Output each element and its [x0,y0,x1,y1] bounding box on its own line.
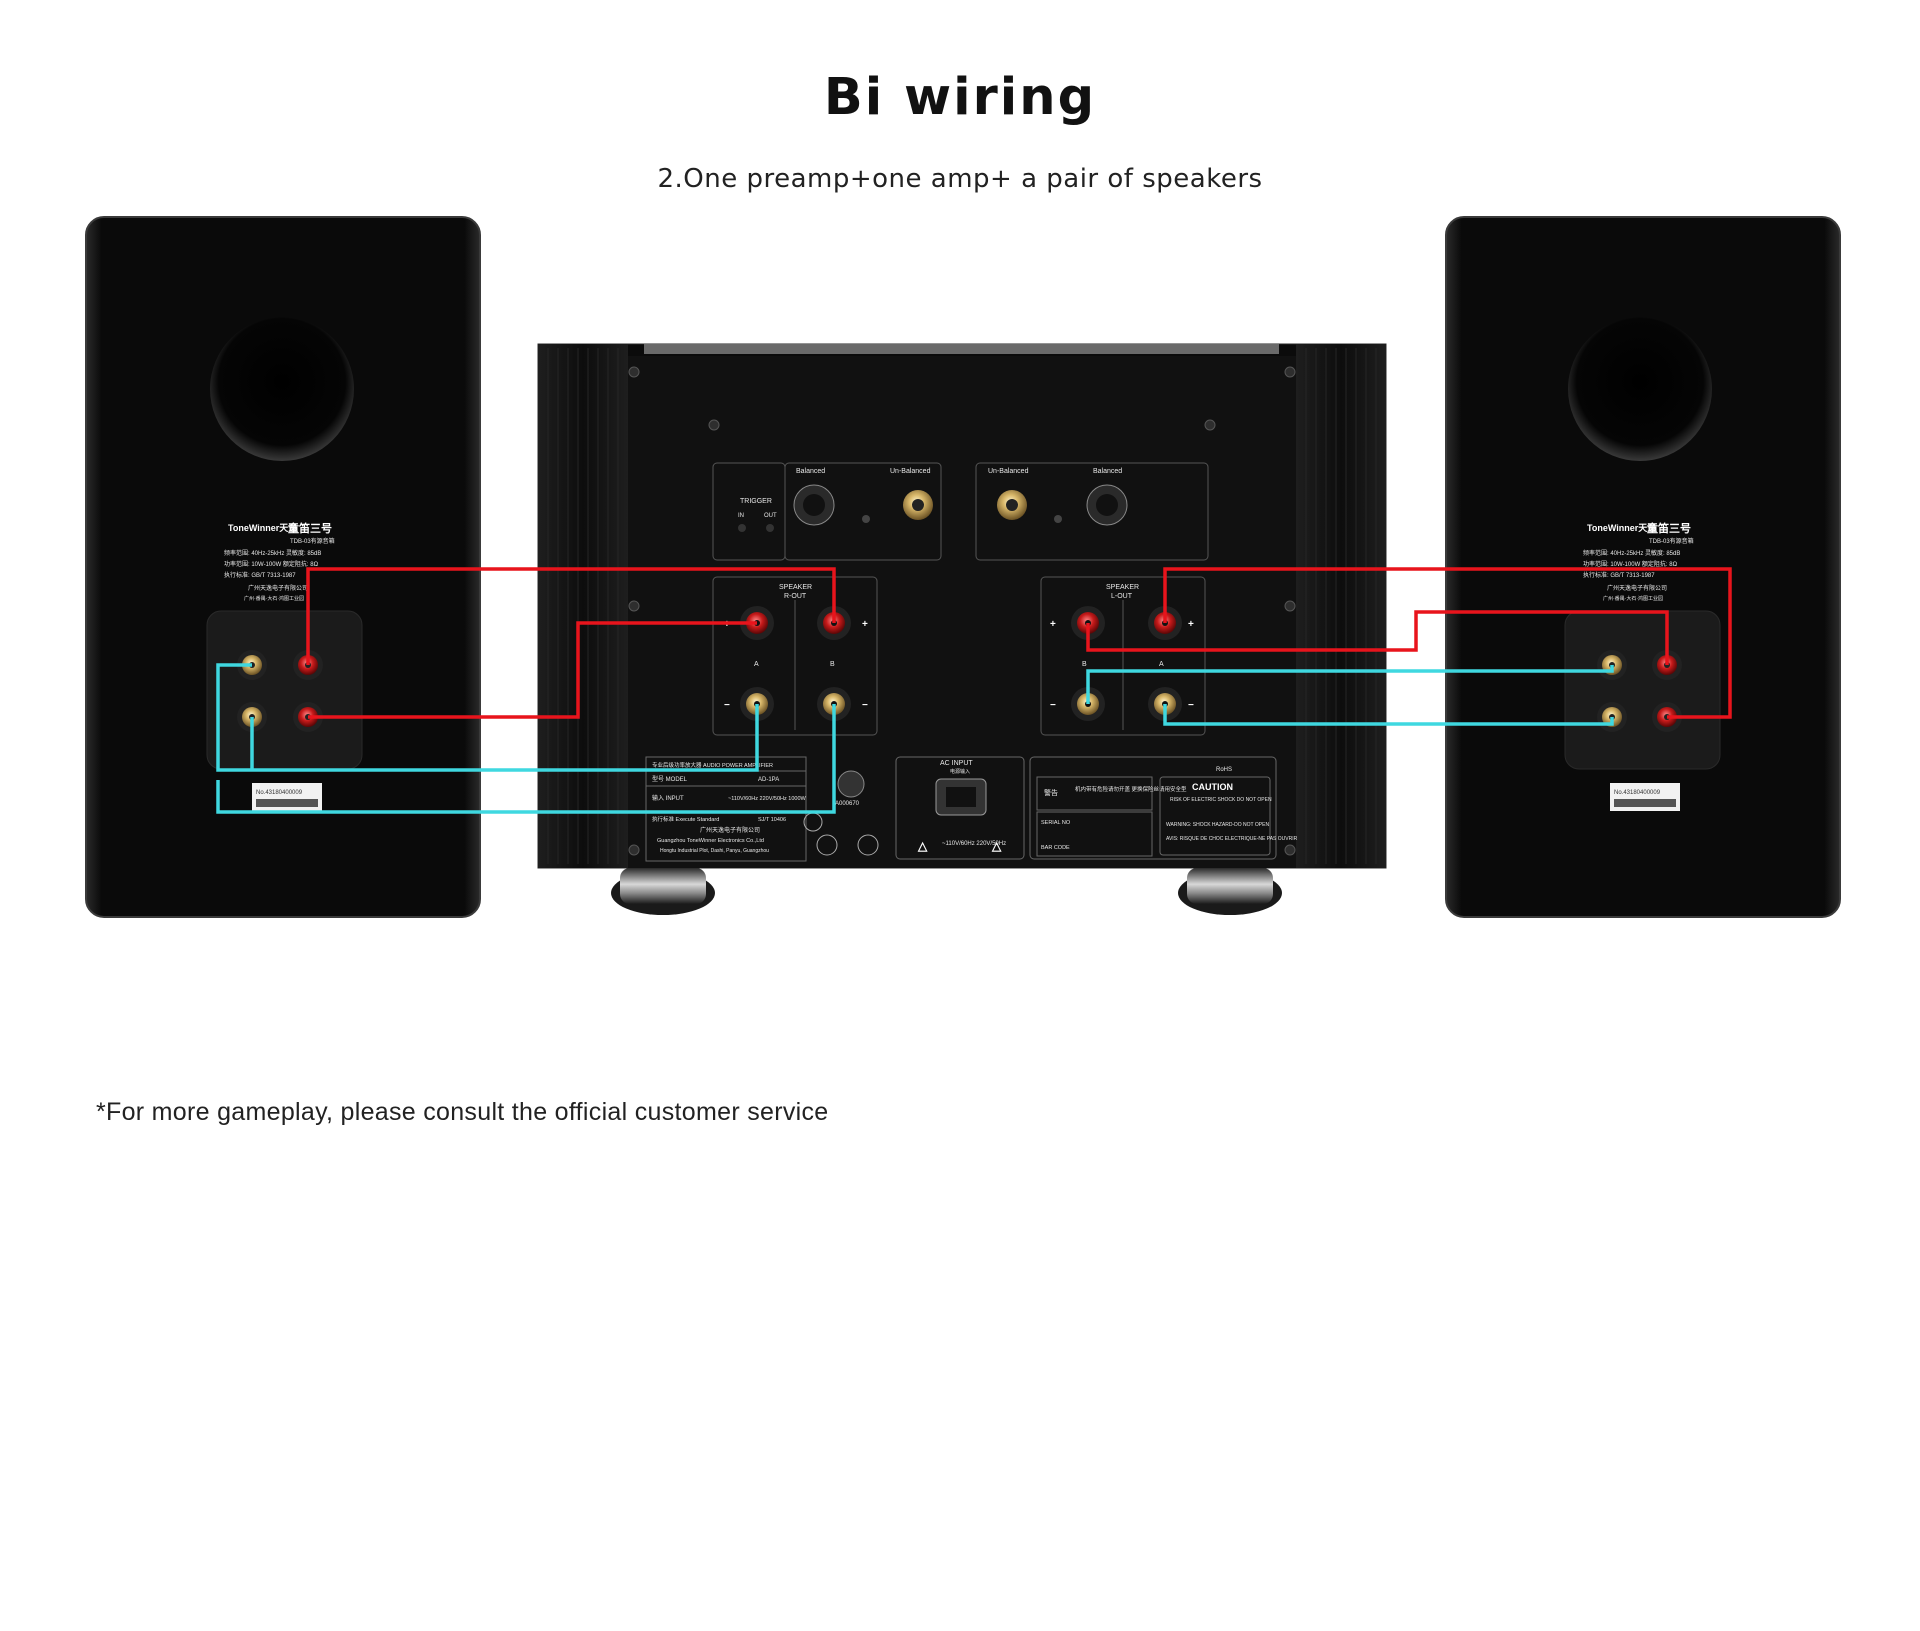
svg-text:SPEAKER: SPEAKER [1106,584,1139,591]
svg-text:SERIAL NO: SERIAL NO [1041,820,1071,826]
terminal-plate [206,610,363,770]
red-wire-r-b-to-left-hf [306,567,836,665]
svg-text:No.43180400009: No.43180400009 [1614,790,1661,796]
model-label-plate: 专业后级功率放大器 AUDIO POWER AMPLIFIER 型号 MODEL… [645,756,879,862]
bass-port-icon [1568,317,1712,461]
svg-text:A: A [754,661,759,668]
svg-text:SPEAKER: SPEAKER [779,584,812,591]
certification-icon [837,770,865,798]
amp-foot-right [1178,868,1282,915]
right-speaker: ToneWinner天逸 童笛三号 TDB-03有源音箱 频率范围: 40Hz-… [1445,216,1841,918]
svg-text:Balanced: Balanced [796,468,825,475]
svg-text:警告: 警告 [1044,788,1058,797]
svg-text:~110V/60Hz 220V/50Hz 1000W: ~110V/60Hz 220V/50Hz 1000W [728,796,807,802]
svg-text:BAR CODE: BAR CODE [1041,845,1070,851]
svg-text:TRIGGER: TRIGGER [740,498,772,505]
svg-text:功率范围: 10W-100W 额定阻抗: 8Ω: 功率范围: 10W-100W 额定阻抗: 8Ω [1583,560,1678,568]
svg-text:专业后级功率放大器 AUDIO POWER AMPLIFI: 专业后级功率放大器 AUDIO POWER AMPLIFIER [652,761,773,769]
svg-text:OUT: OUT [764,513,777,519]
svg-text:~110V/60Hz 220V/50Hz: ~110V/60Hz 220V/50Hz [942,841,1006,847]
svg-text:童笛三号: 童笛三号 [288,521,332,535]
input-panel-left: Un-Balanced Balanced [975,462,1209,561]
red-wire-l-b-to-right-hf [1086,610,1669,665]
footnote: *For more gameplay, please consult the o… [96,1098,829,1126]
svg-text:CAUTION: CAUTION [1192,782,1233,792]
recycle-icon [816,834,838,856]
svg-text:AC INPUT: AC INPUT [940,760,973,767]
svg-text:广州·番禺·大石·鸿图工业园: 广州·番禺·大石·鸿图工业园 [1603,595,1663,602]
red-wire-r-a-to-left-lf [308,621,757,719]
bass-port-icon [210,317,354,461]
svg-text:B: B [830,661,835,668]
svg-text:功率范围: 10W-100W 额定阻抗: 8Ω: 功率范围: 10W-100W 额定阻抗: 8Ω [224,560,319,568]
svg-text:频率范围: 40Hz-25kHz 灵敏度: 85dB: 频率范围: 40Hz-25kHz 灵敏度: 85dB [1583,549,1680,557]
page-subtitle: 2.One preamp+one amp+ a pair of speakers [657,164,1263,194]
speaker-spec-label: ToneWinner天逸 童笛三号 TDB-03有源音箱 频率范围: 40Hz-… [224,521,335,602]
svg-text:Un-Balanced: Un-Balanced [890,468,931,475]
svg-text:电源输入: 电源输入 [950,768,970,775]
svg-text:RoHS: RoHS [1216,767,1232,773]
svg-text:R-OUT: R-OUT [784,593,807,600]
svg-text:TDB-03有源音箱: TDB-03有源音箱 [1649,537,1694,545]
page-title: Bi wiring [823,68,1097,127]
no-disposal-icon [857,834,879,856]
warning-panel: 警告 机内带有危险请勿开盖 更换保险丝请用安全型 SERIAL NO BAR C… [1029,756,1298,860]
cyan-wire-r-a-to-left-hf [216,663,759,772]
terminal-plate [1564,610,1721,770]
svg-text:No.43180400009: No.43180400009 [256,790,303,796]
svg-text:−: − [1050,700,1056,711]
svg-text:IN: IN [738,513,744,519]
svg-text:L-OUT: L-OUT [1111,593,1133,600]
svg-text:A: A [1159,661,1164,668]
svg-text:广州天逸电子有限公司: 广州天逸电子有限公司 [1607,584,1667,592]
svg-text:TDB-03有源音箱: TDB-03有源音箱 [290,537,335,545]
svg-text:SJ/T 10406: SJ/T 10406 [758,817,786,823]
svg-text:−: − [862,700,868,711]
svg-text:广州天逸电子有限公司: 广州天逸电子有限公司 [700,826,760,834]
red-wire-l-a-to-right-lf [1163,567,1732,719]
svg-text:AVIS: RISQUE DE CHOC ELECTRIQU: AVIS: RISQUE DE CHOC ELECTRIQUE-NE PAS O… [1166,836,1298,842]
svg-text:输入 INPUT: 输入 INPUT [652,794,684,802]
svg-text:WARNING: SHOCK HAZARD-DO NOT O: WARNING: SHOCK HAZARD-DO NOT OPEN [1166,822,1269,828]
speaker-spec-label: ToneWinner天逸 童笛三号 TDB-03有源音箱 频率范围: 40Hz-… [1583,521,1694,602]
svg-text:广州天逸电子有限公司: 广州天逸电子有限公司 [248,584,308,592]
svg-text:+: + [862,619,868,630]
warning-triangle-icon: △ [991,839,1002,853]
svg-text:广州·番禺·大石·鸿图工业园: 广州·番禺·大石·鸿图工业园 [244,595,304,602]
svg-text:B: B [1082,661,1087,668]
svg-text:机内带有危险请勿开盖 更换保险丝请用安全型: 机内带有危险请勿开盖 更换保险丝请用安全型 [1075,785,1187,793]
svg-text:+: + [1188,619,1194,630]
svg-text:执行标准: GB/T 7313-1987: 执行标准: GB/T 7313-1987 [224,571,296,579]
warning-triangle-icon: △ [917,839,928,853]
ac-input-panel: AC INPUT 电源输入 ~110V/60Hz 220V/50Hz △ △ [895,756,1025,860]
cyan-wire-r-b-to-left-lf [216,704,836,814]
svg-text:AD-1PA: AD-1PA [758,777,779,783]
svg-text:Balanced: Balanced [1093,468,1122,475]
svg-text:Un-Balanced: Un-Balanced [988,468,1029,475]
svg-text:A000670: A000670 [835,801,860,807]
svg-text:执行标准: GB/T 7313-1987: 执行标准: GB/T 7313-1987 [1583,571,1655,579]
svg-text:执行标准 Execute Standard: 执行标准 Execute Standard [652,815,719,823]
input-panel-right: Balanced Un-Balanced [784,462,942,561]
svg-text:频率范围: 40Hz-25kHz 灵敏度: 85dB: 频率范围: 40Hz-25kHz 灵敏度: 85dB [224,549,321,557]
svg-text:RISK OF ELECTRIC SHOCK DO NOT: RISK OF ELECTRIC SHOCK DO NOT OPEN [1170,797,1272,803]
svg-text:−: − [1188,700,1194,711]
svg-text:ToneWinner天逸: ToneWinner天逸 [228,522,297,533]
svg-text:ToneWinner天逸: ToneWinner天逸 [1587,522,1656,533]
serial-sticker: No.43180400009 [252,783,322,811]
svg-text:型号 MODEL: 型号 MODEL [652,775,688,783]
svg-text:+: + [1050,619,1056,630]
svg-text:Guangzhou ToneWinner Electroni: Guangzhou ToneWinner Electronics Co.,Ltd [657,838,764,844]
wiring [216,567,1732,814]
svg-text:童笛三号: 童笛三号 [1647,521,1691,535]
svg-text:−: − [724,700,730,711]
cyan-wire-l-b-to-right-hf [1086,665,1614,704]
svg-text:Hongtu Industrial Plot, Dashi,: Hongtu Industrial Plot, Dashi, Panyu, Gu… [660,848,769,854]
cyan-wire-l-a-to-right-lf [1163,704,1614,726]
bi-wiring-diagram: ToneWinner天逸 童笛三号 TDB-03有源音箱 频率范围: 40Hz-… [85,216,1841,918]
amp-foot-left [611,868,715,915]
power-amplifier: TRIGGER IN OUT Balanced Un-Balanced Un-B… [537,343,1387,915]
serial-sticker: No.43180400009 [1610,783,1680,811]
